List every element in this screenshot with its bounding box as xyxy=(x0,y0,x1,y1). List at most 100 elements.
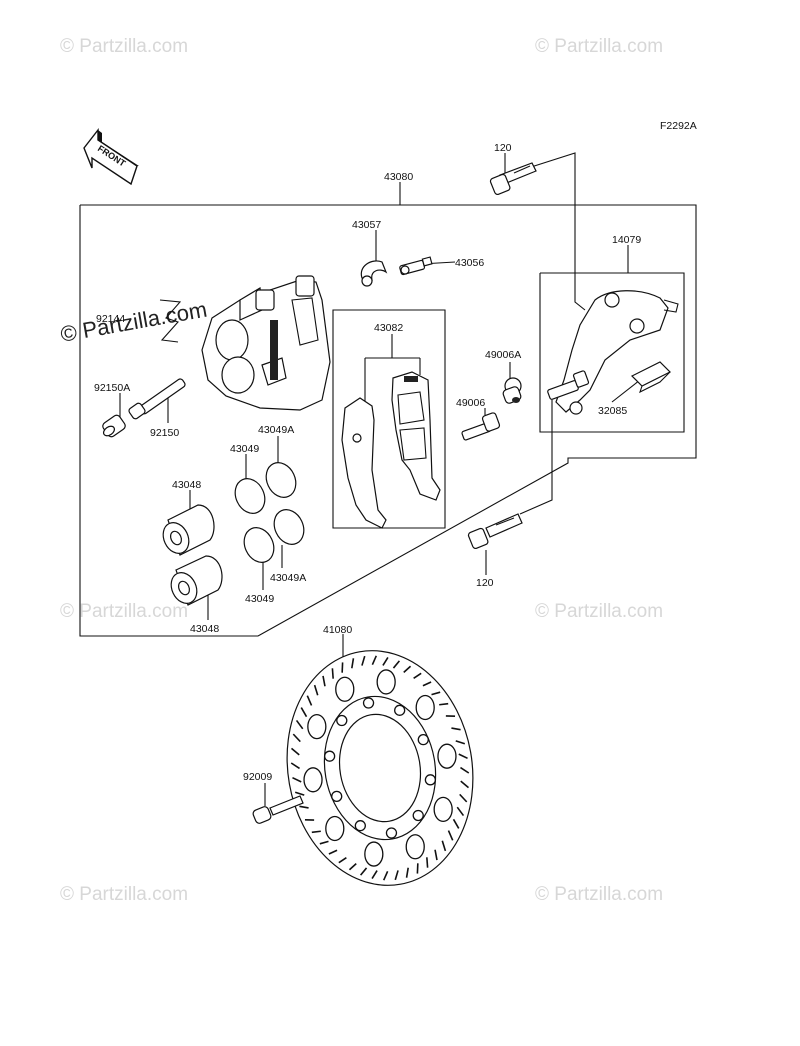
disc-slot xyxy=(460,766,470,774)
disc-slot xyxy=(459,793,468,803)
label-92144: 92144 xyxy=(96,313,125,325)
disc-mount-hole xyxy=(412,809,424,822)
watermark-mid-right: © Partzilla.com xyxy=(535,601,663,622)
disc-mount-hole xyxy=(331,790,343,802)
disc-slot xyxy=(451,727,461,731)
label-43048-top: 43048 xyxy=(172,479,201,491)
disc-slot xyxy=(460,780,470,789)
disc-slot xyxy=(338,857,347,864)
bolt-120-bottom xyxy=(467,513,523,550)
brake-disc xyxy=(286,650,474,886)
watermark-top-right: © Partzilla.com xyxy=(535,36,663,57)
label-49006: 49006 xyxy=(456,397,485,409)
pin-cap-92150A xyxy=(102,414,126,438)
label-43049A-top: 43049A xyxy=(258,424,294,436)
disc-slot xyxy=(319,840,329,845)
disc-slot xyxy=(413,672,422,679)
disc-mount-hole xyxy=(385,827,398,839)
disc-slot xyxy=(439,702,449,706)
disc-cutout xyxy=(405,834,425,860)
disc-cutout xyxy=(364,841,384,867)
disc-cutout xyxy=(307,713,327,740)
brake-pads xyxy=(341,371,441,529)
pistons xyxy=(162,504,223,606)
disc-cutout xyxy=(437,743,457,769)
disc-slot xyxy=(351,658,355,669)
part-number-labels: 120 43080 43057 43056 14079 92144 43082 … xyxy=(94,142,641,783)
front-arrow-icon: FRONT xyxy=(83,127,139,186)
disc-slot xyxy=(426,857,429,868)
disc-slot xyxy=(322,675,326,687)
caliper-assembly-outline xyxy=(79,204,697,637)
pad-spring xyxy=(159,299,182,343)
label-43048-bottom: 43048 xyxy=(190,623,219,635)
disc-mount-hole xyxy=(336,714,348,727)
label-14079: 14079 xyxy=(612,234,641,246)
disc-slot xyxy=(434,849,438,861)
watermark-bottom-left: © Partzilla.com xyxy=(60,884,188,905)
label-92150: 92150 xyxy=(150,427,179,439)
disc-slot xyxy=(328,849,338,855)
disc-slot xyxy=(331,668,334,679)
label-32085: 32085 xyxy=(598,405,627,417)
label-43049-bottom: 43049 xyxy=(245,593,274,605)
label-43056: 43056 xyxy=(455,257,484,269)
watermark-center: © Partzilla.com xyxy=(59,297,209,347)
label-43049-top: 43049 xyxy=(230,443,259,455)
bolt-120-top xyxy=(489,162,537,196)
disc-cutout xyxy=(415,694,435,721)
caliper-bracket xyxy=(547,290,679,415)
disc-slot xyxy=(447,830,454,841)
label-49006A: 49006A xyxy=(485,349,521,361)
diagram-code: F2292A xyxy=(660,120,697,132)
disc-bolt-92009 xyxy=(252,795,304,824)
disc-slot xyxy=(403,665,412,673)
watermark-mid-left: © Partzilla.com xyxy=(60,601,188,622)
watermark-top-left: © Partzilla.com xyxy=(60,36,188,57)
disc-slot xyxy=(382,871,389,881)
label-43080: 43080 xyxy=(384,171,413,183)
disc-slot xyxy=(313,684,319,696)
label-120-top: 120 xyxy=(494,142,512,154)
disc-slot xyxy=(392,660,401,669)
disc-slot xyxy=(441,840,447,852)
disc-slot xyxy=(290,762,300,770)
disc-slot xyxy=(452,818,460,829)
disc-mount-hole xyxy=(417,734,429,746)
pin-49006 xyxy=(461,412,501,441)
disc-mount-hole xyxy=(424,774,437,786)
boot-49006A xyxy=(502,377,522,404)
disc-cutout xyxy=(376,669,396,695)
label-92150A: 92150A xyxy=(94,382,130,394)
disc-slot xyxy=(458,753,468,760)
disc-slot xyxy=(294,791,305,796)
disc-cutout xyxy=(335,676,355,702)
disc-slot xyxy=(431,691,441,696)
disc-mount-hole xyxy=(394,704,406,716)
disc-slot xyxy=(348,863,357,871)
label-92009: 92009 xyxy=(243,771,272,783)
label-43082: 43082 xyxy=(374,322,403,334)
watermark-bottom-right: © Partzilla.com xyxy=(535,884,663,905)
disc-cutout xyxy=(433,796,453,823)
disc-cutout xyxy=(303,767,323,793)
disc-slot xyxy=(292,776,302,783)
pad-set-outline xyxy=(332,309,446,529)
disc-slot xyxy=(456,806,465,817)
label-43057: 43057 xyxy=(352,219,381,231)
disc-slot xyxy=(371,655,378,665)
disc-slot xyxy=(295,719,304,730)
disc-mount-hole xyxy=(354,820,366,832)
disc-slot xyxy=(300,707,308,718)
pad-clip-32085 xyxy=(630,361,672,394)
caliper-body xyxy=(201,275,331,411)
disc-slot xyxy=(299,805,309,809)
disc-mount-hole xyxy=(323,750,336,762)
disc-slot xyxy=(306,695,313,706)
label-43049A-bottom: 43049A xyxy=(270,572,306,584)
disc-slot xyxy=(455,740,466,745)
disc-mount-hole xyxy=(362,697,375,709)
disc-slot xyxy=(292,733,301,743)
disc-slot xyxy=(371,870,378,880)
